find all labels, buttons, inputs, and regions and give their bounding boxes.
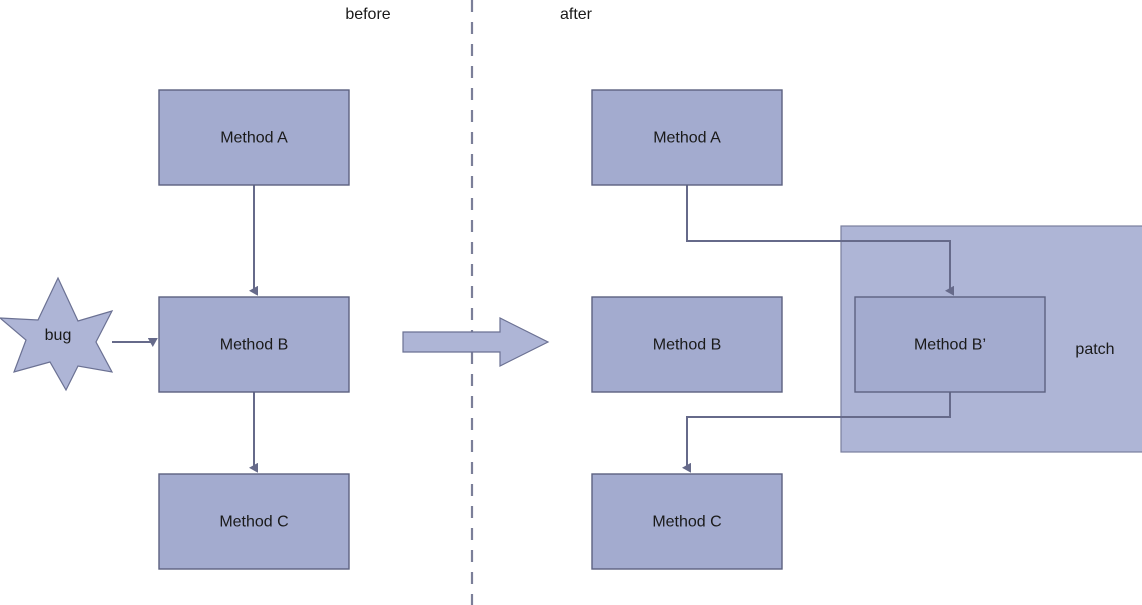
column-header-after: after <box>560 6 593 23</box>
before-method-b-label: Method B <box>220 337 288 354</box>
after-method-b-label: Method B <box>653 337 721 354</box>
before-method-c-box[interactable] <box>158 473 350 570</box>
after-method-b-box[interactable] <box>591 296 783 393</box>
before-method-a-box[interactable] <box>158 89 350 186</box>
after-method-c-label: Method C <box>652 514 721 531</box>
after-method-a-box[interactable] <box>591 89 783 186</box>
after-method-b-prime-label: Method B’ <box>914 337 986 354</box>
edge-method-b-prime-to-method-c <box>682 392 951 473</box>
before-method-a-label: Method A <box>220 130 288 147</box>
after-method-a-label: Method A <box>653 130 721 147</box>
after-method-c-box[interactable] <box>591 473 783 570</box>
patch-label: patch <box>1075 341 1114 358</box>
after-method-b-prime-box[interactable] <box>854 296 1046 393</box>
edge-method-a-to-method-b-prime <box>686 185 954 296</box>
before-method-c-label: Method C <box>219 514 288 531</box>
column-header-before: before <box>345 6 390 23</box>
bug-label: bug <box>45 327 72 344</box>
bug-starburst-icon <box>0 276 114 392</box>
before-method-b-box[interactable] <box>158 296 350 393</box>
after-column: Method A Method B Method C Method B’ pat… <box>591 89 1142 570</box>
before-after-transition-arrow <box>402 317 550 367</box>
before-column: Method A Method B Method C bug <box>0 89 350 570</box>
